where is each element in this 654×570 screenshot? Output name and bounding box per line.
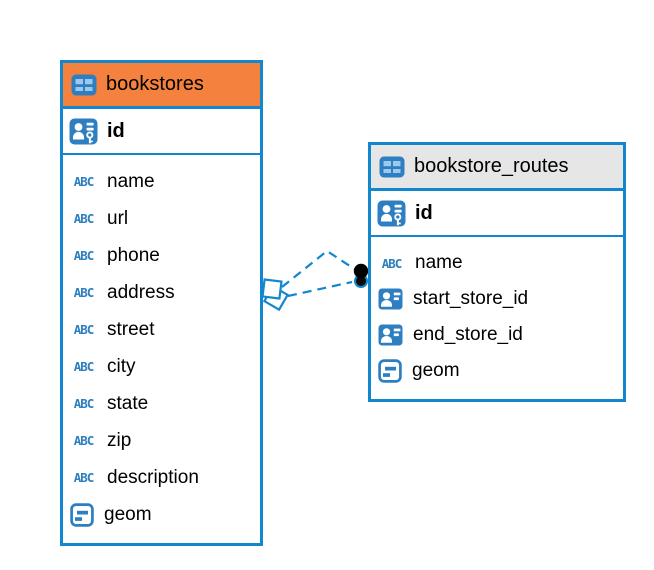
table-name: bookstores xyxy=(106,73,204,95)
text-type-icon: ABC xyxy=(73,433,95,448)
column-row[interactable]: ABC url xyxy=(63,200,260,237)
entity-table-bookstore-routes[interactable]: bookstore_routes id ABC name xyxy=(368,142,626,402)
column-name: address xyxy=(107,281,175,303)
person-key-icon xyxy=(377,200,406,227)
reference-person-icon xyxy=(378,324,403,346)
column-row-pk[interactable]: id xyxy=(371,191,623,237)
person-key-icon xyxy=(69,118,98,145)
text-type-icon: ABC xyxy=(73,285,95,300)
column-name: geom xyxy=(104,503,152,525)
column-name: id xyxy=(415,201,433,224)
geometry-type-icon xyxy=(70,502,94,527)
column-row[interactable]: ABC description xyxy=(63,459,260,496)
text-type-icon: ABC xyxy=(73,359,95,374)
column-row[interactable]: ABC phone xyxy=(63,237,260,274)
columns-list: ABC name start_store_id end_store_id ge xyxy=(371,237,623,399)
column-row[interactable]: ABC address xyxy=(63,274,260,311)
table-icon xyxy=(71,74,97,96)
column-name: name xyxy=(107,170,155,192)
column-name: end_store_id xyxy=(413,324,523,345)
column-row-pk[interactable]: id xyxy=(63,109,260,155)
column-name: zip xyxy=(107,429,132,451)
text-type-icon: ABC xyxy=(73,211,95,226)
relationship-line-upper[interactable] xyxy=(281,249,357,288)
table-name: bookstore_routes xyxy=(414,155,569,177)
column-name: street xyxy=(107,318,155,340)
text-type-icon: ABC xyxy=(73,248,95,263)
column-name: description xyxy=(107,466,199,488)
column-row[interactable]: geom xyxy=(371,353,623,389)
column-name: state xyxy=(107,392,149,414)
column-row[interactable]: start_store_id xyxy=(371,281,623,317)
table-icon xyxy=(379,156,405,178)
column-row[interactable]: ABC state xyxy=(63,385,260,422)
text-type-icon: ABC xyxy=(73,470,95,485)
column-row[interactable]: ABC name xyxy=(63,163,260,200)
relationship-diamond-marker xyxy=(261,278,290,312)
column-name: id xyxy=(107,119,125,142)
column-row[interactable]: ABC zip xyxy=(63,422,260,459)
text-type-icon: ABC xyxy=(73,396,95,411)
columns-list: ABC name ABC url ABC phone ABC address A… xyxy=(63,155,260,543)
column-name: start_store_id xyxy=(413,288,529,309)
entity-table-bookstores[interactable]: bookstores id ABC name xyxy=(60,60,263,546)
column-row[interactable]: geom xyxy=(63,496,260,533)
relationship-line-lower[interactable] xyxy=(287,280,353,298)
column-row[interactable]: ABC street xyxy=(63,311,260,348)
text-type-icon: ABC xyxy=(73,174,95,189)
geometry-type-icon xyxy=(378,359,402,383)
column-name: name xyxy=(415,252,463,273)
column-row[interactable]: ABC city xyxy=(63,348,260,385)
column-name: geom xyxy=(412,360,460,381)
table-header[interactable]: bookstore_routes xyxy=(371,145,623,191)
table-header[interactable]: bookstores xyxy=(63,63,260,109)
column-name: url xyxy=(107,207,129,229)
text-type-icon: ABC xyxy=(73,322,95,337)
column-name: city xyxy=(107,355,136,377)
reference-person-icon xyxy=(378,288,403,310)
relationship-dot-marker xyxy=(353,263,369,288)
column-row[interactable]: end_store_id xyxy=(371,317,623,353)
text-type-icon: ABC xyxy=(381,255,403,271)
column-name: phone xyxy=(107,244,160,266)
column-row[interactable]: ABC name xyxy=(371,245,623,281)
